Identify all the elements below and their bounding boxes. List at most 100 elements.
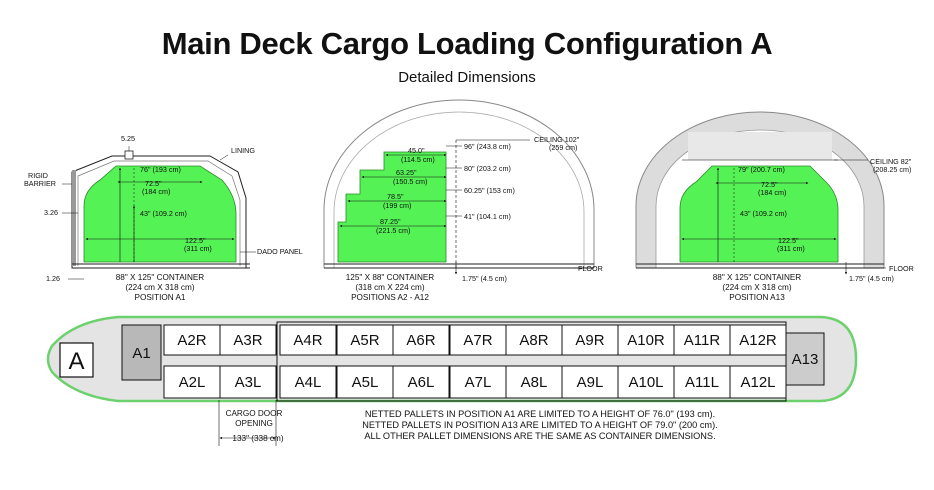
a1-label-dado: DADO PANEL [257,247,303,256]
a2-ceiling-2: (259 cm) [549,143,577,152]
pallet-label-a3l: A3L [235,374,262,391]
pallet-position-a4l [279,365,337,399]
a2-dim-41: 41" (104.1 cm) [464,212,511,221]
position-a1-label: A1 [132,345,150,362]
a13-dim-725: 72.5" [761,180,778,189]
a13-dim-1225: 122.5" [778,236,799,245]
pallet-position-a9l [561,365,619,399]
section-a2-a12: CEILING 102" (259 cm) FLOOR 45.0" (114.5… [323,99,603,302]
a2-fuselage-inner [333,111,585,268]
a2-container [337,151,447,263]
a13-caption-2: (224 cm X 318 cm) [722,283,791,292]
pallet-label-a7r: A7R [463,332,492,349]
a1-dim-725-cm: (184 cm) [142,187,170,196]
pallet-label-a9l: A9L [577,374,604,391]
a2-dim-785: 78.5" [387,192,404,201]
section-a1: 5.25 LINING RIGID BARRIER 3.26 DADO PANE… [24,134,303,302]
diagram-subtitle: Detailed Dimensions [398,69,536,86]
pallet-label-a11l: A11L [685,374,719,391]
a1-caption-1: 88" X 125" CONTAINER [116,273,205,282]
pallet-position-a6l [392,365,450,399]
a13-ceiling-1: CEILING 82" [870,157,912,166]
a13-ceiling-band [688,132,832,160]
a1-label-rigid: RIGID [28,171,48,180]
door-label-2: OPENING [235,419,273,428]
pallet-position-a8l [505,365,563,399]
pallet-label-a4r: A4R [293,332,322,349]
a1-dim-43: 43" (109.2 cm) [140,209,187,218]
pallet-label-a9r: A9R [575,332,604,349]
a2-dim-45-cm: (114.5 cm) [401,155,435,164]
a2-dim-6025: 60.25" (153 cm) [464,186,515,195]
a2-floor: FLOOR [578,264,603,273]
a13-dim-725-cm: (184 cm) [758,188,786,197]
a1-dim-1225-cm: (311 cm) [184,244,212,253]
pallet-position-a6r [392,324,450,356]
pallet-position-a10r [617,324,675,356]
a1-notch [124,150,134,160]
a1-lining-leader [219,154,229,161]
config-letter: A [68,348,84,375]
pallet-position-a3l [219,365,277,399]
a1-dim-725: 72.5" [145,179,162,188]
a1-dim-76: 76" (193 cm) [140,165,181,174]
a13-caption-3: POSITION A13 [729,293,785,302]
pallet-label-a3r: A3R [233,332,262,349]
pallet-label-a6l: A6L [408,374,435,391]
a13-dim-1225-cm: (311 cm) [777,244,805,253]
a2-dim-8725-cm: (221.5 cm) [376,226,410,235]
pallet-position-a7l [449,365,507,399]
note-a13: NETTED PALLETS IN POSITION A13 ARE LIMIT… [362,420,717,430]
a2-dim-175: 1.75" (4.5 cm) [462,274,507,283]
a1-dim-1225: 122.5" [185,236,206,245]
a2-caption-3: POSITIONS A2 - A12 [351,293,429,302]
pallet-grid: A2R A3R A4R A5R A6R A7R A8R A9R A10R A11R A12R A2L A… [163,321,787,402]
a1-label-lining: LINING [231,146,255,155]
a2-dim-80: 80" (203.2 cm) [464,164,511,173]
door-label-1: CARGO DOOR [226,409,283,418]
a1-caption-2: (224 cm X 318 cm) [125,283,194,292]
a1-label-326: 3.26 [44,208,58,217]
note-other: ALL OTHER PALLET DIMENSIONS ARE THE SAME… [364,431,715,441]
a1-caption-3: POSITION A1 [135,293,186,302]
pallet-label-a2r: A2R [177,332,206,349]
pallet-label-a11r: A11R [684,332,721,349]
pallet-label-a5r: A5R [350,332,379,349]
a2-caption-1: 125" X 88" CONTAINER [346,273,435,282]
pallet-position-a4r [279,324,337,356]
pallet-label-a10r: A10R [627,332,665,349]
pallet-label-a8r: A8R [519,332,548,349]
pallet-label-a12l: A12L [740,374,775,391]
a13-floor: FLOOR [889,264,914,273]
position-a13 [785,332,825,386]
a13-dim-79: 79" (200.7 cm) [738,165,785,174]
a1-label-barrier: BARRIER [24,179,56,188]
note-a1: NETTED PALLETS IN POSITION A1 ARE LIMITE… [365,409,715,419]
pallet-label-a10l: A10L [628,374,663,391]
a2-dim-6325: 63.25" [396,168,417,177]
pallet-label-a5l: A5L [352,374,379,391]
pallet-position-a2r [163,324,221,356]
pallet-label-a2l: A2L [179,374,206,391]
pallet-position-a10l [617,365,675,399]
door-label-3: 133" (338 cm) [232,434,283,443]
section-a13: CEILING 82" (208.25 cm) FLOOR 79" (200.7… [635,111,914,302]
a2-dim-45: 45.0" [408,146,425,155]
a2-dim-96: 96" (243.8 cm) [464,142,511,151]
position-a1 [121,324,162,381]
a1-label-525: 5.25 [121,134,135,143]
a13-ceiling-2: (208.25 cm) [873,165,911,174]
config-letter-box [59,342,94,378]
a1-inner-lining [77,160,241,266]
diagram-title: Main Deck Cargo Loading Configuration A [161,26,773,61]
a1-label-126: 1.26 [46,274,60,283]
a2-dim-6325-cm: (150.5 cm) [393,177,427,186]
pallet-label-a12r: A12R [739,332,777,349]
pallet-label-a6r: A6R [406,332,435,349]
a2-dim-785-cm: (199 cm) [383,201,411,210]
a2-caption-2: (318 cm X 224 cm) [355,283,424,292]
pallet-label-a4l: A4L [295,374,322,391]
a2-ceiling-1: CEILING 102" [534,135,580,144]
a13-dim-175: 1.75" (4.5 cm) [849,274,894,283]
